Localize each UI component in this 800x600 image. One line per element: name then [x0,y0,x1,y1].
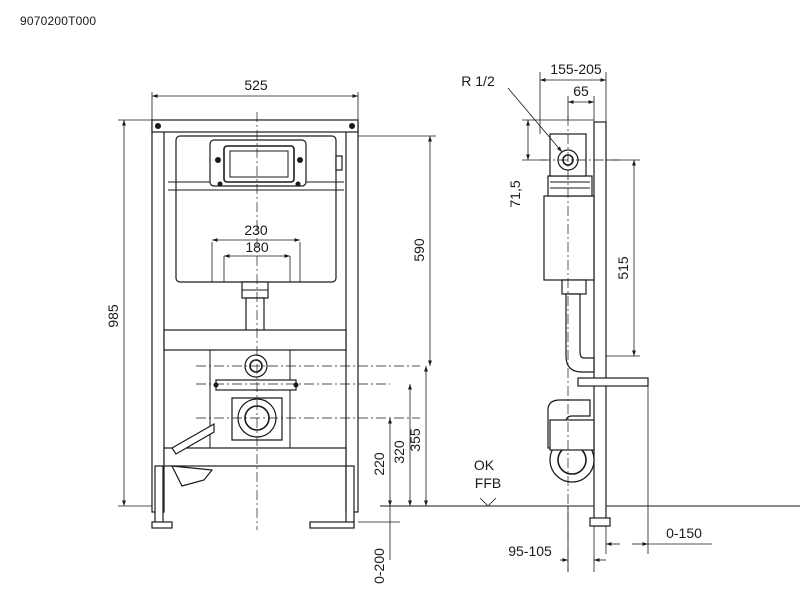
axis-220-label: 220 [371,452,387,476]
offset-range-label: 95-105 [508,543,552,559]
ok-label: OK [474,457,495,473]
side-bracket [577,377,649,387]
flush-pipe [245,297,265,333]
left-leg [154,465,164,527]
depth-range-label: 155-205 [550,61,602,77]
front-view [151,112,420,530]
outer-spacing-label: 230 [244,222,268,238]
depth-65-label: 65 [573,83,589,99]
dim-515-label: 515 [615,256,631,280]
right-upright [345,121,359,513]
leg-range-label: 0-200 [371,548,387,584]
thread-label: R 1/2 [461,73,495,89]
wall-range-label: 0-150 [666,525,702,541]
left-upright [151,121,165,513]
top-crossbar [151,119,359,133]
middle-crossbar [163,329,347,351]
side-cistern [543,195,595,281]
height-label: 985 [105,304,121,328]
axis-355-label: 355 [407,428,423,452]
axis-320-label: 320 [391,440,407,464]
lower-crossbar [163,447,347,467]
side-frame [593,121,607,527]
front-dimensions [118,92,800,560]
tank-height-label: 590 [411,238,427,262]
width-label: 525 [244,77,268,93]
ffb-label: FFB [475,475,501,491]
right-leg [345,465,355,527]
drawing-code: 9070200T000 [20,14,97,28]
side-view [540,116,649,572]
dim-71-5-label: 71,5 [507,180,523,207]
inner-spacing-label: 180 [245,239,269,255]
side-dimensions [479,72,712,572]
